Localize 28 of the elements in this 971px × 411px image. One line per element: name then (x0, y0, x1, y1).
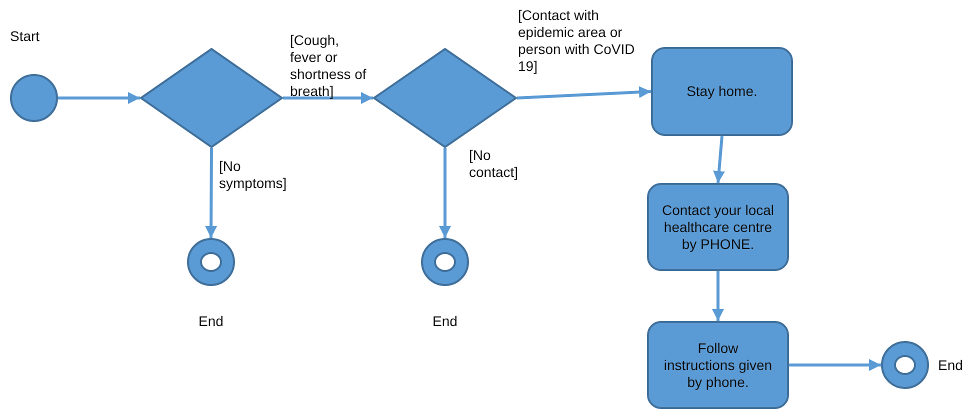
arrow (58, 92, 140, 104)
node-caption: End (432, 313, 458, 330)
end-node (187, 238, 235, 286)
arrow (283, 92, 373, 104)
edge-label: [Contact with epidemic area or person with CoVID 19] (518, 7, 636, 75)
node-caption: Start (10, 28, 41, 45)
box-text: Follow instructions given by phone. (662, 340, 774, 390)
arrow (439, 148, 451, 238)
start-node (10, 74, 58, 122)
edge-label: [Cough, fever or shortness of breath] (290, 32, 368, 100)
end-node (881, 341, 929, 389)
end-node (421, 238, 469, 286)
box-text: Contact your local healthcare centre by PHONE. (660, 202, 776, 252)
box-text: Stay home. (686, 83, 758, 100)
decision-diamond (373, 48, 517, 148)
arrow (516, 86, 652, 100)
edge-label: [No symptoms] (219, 158, 288, 192)
arrow (713, 136, 725, 184)
decision-diamond (140, 48, 283, 148)
arrow (789, 359, 881, 371)
arrow (712, 271, 724, 321)
action-box (647, 321, 789, 409)
edge-label: [No contact] (469, 147, 520, 181)
node-caption: End (198, 313, 224, 330)
node-caption: End (938, 357, 964, 374)
action-box (651, 47, 793, 136)
arrow (205, 148, 218, 238)
action-box (647, 183, 789, 271)
